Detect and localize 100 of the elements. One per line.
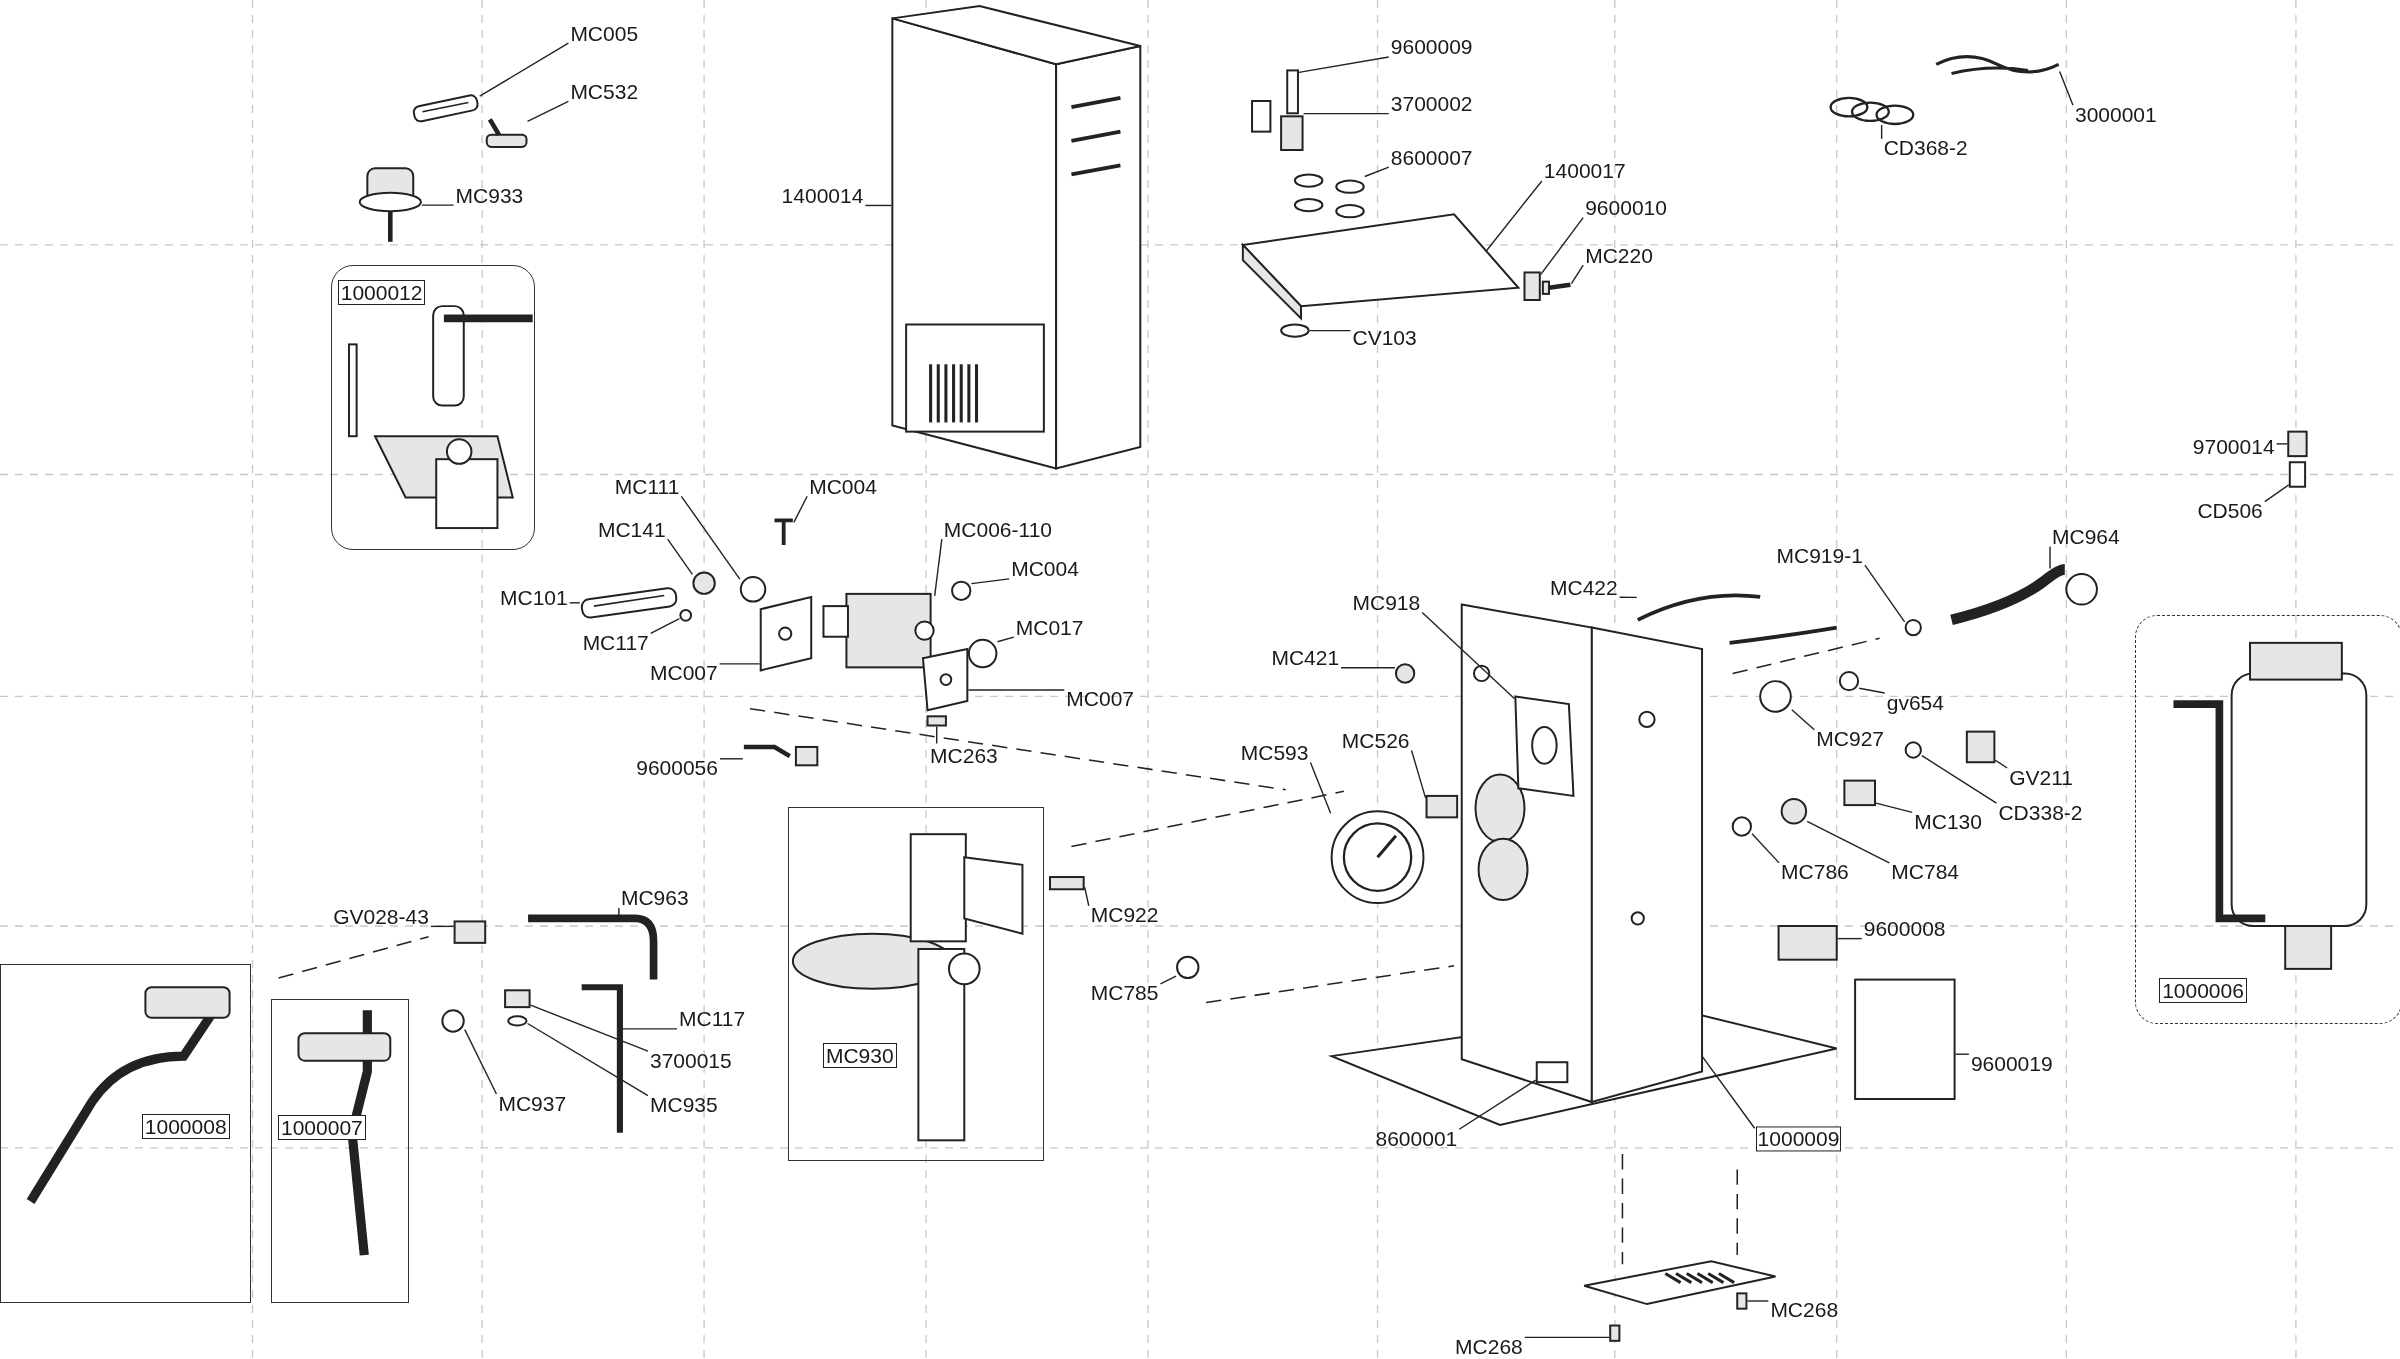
leader-line xyxy=(996,636,1015,643)
leader-line xyxy=(1618,596,1638,599)
leader-line xyxy=(1458,1079,1537,1130)
part-number-label: 1000012 xyxy=(337,279,426,305)
leader-line xyxy=(1421,611,1515,700)
part-number-label: MC268 xyxy=(1454,1335,1524,1359)
leader-line xyxy=(1410,749,1427,799)
pressure-gauge-drawing xyxy=(1330,810,1425,905)
part-number-label: MC006-110 xyxy=(942,518,1053,542)
leader-line xyxy=(1701,1055,1756,1129)
screw-drawing xyxy=(1541,280,1571,295)
leader-line xyxy=(568,602,581,604)
fitting-drawing xyxy=(453,920,487,944)
leader-line xyxy=(718,663,761,665)
leader-line xyxy=(1791,709,1815,731)
assembly-detail-frame xyxy=(330,264,535,550)
leader-line xyxy=(430,925,455,928)
side-plate-drawing xyxy=(1590,626,1704,1104)
part-number-label: MC919-1 xyxy=(1775,544,1864,568)
part-number-label: 1000008 xyxy=(141,1113,230,1139)
cabinet-panel-drawing xyxy=(891,5,1142,470)
part-number-label: CD368-2 xyxy=(1882,136,1969,160)
part-number-label: 1000007 xyxy=(278,1115,366,1141)
ring-drawing xyxy=(679,608,693,622)
y-connector-drawing xyxy=(485,118,528,148)
cable-drawing xyxy=(1636,593,1761,622)
leader-line xyxy=(970,578,1010,585)
switch-drawing xyxy=(1777,925,1838,961)
spring-drawing xyxy=(1049,876,1085,891)
screw-drawing xyxy=(1736,1292,1748,1310)
part-number-label: MC784 xyxy=(1890,860,1960,884)
valve-drawing xyxy=(1843,779,1876,807)
part-number-label: 8600007 xyxy=(1389,146,1474,170)
part-number-label: 3000001 xyxy=(2073,103,2158,127)
nut-drawing xyxy=(1838,670,1860,692)
fitting-drawing xyxy=(692,571,716,595)
part-number-label: MC007 xyxy=(648,661,719,685)
leader-line xyxy=(1364,166,1390,178)
valve-fitting-drawing xyxy=(1251,100,1304,151)
part-number-label: MC263 xyxy=(929,744,999,768)
nut-drawing xyxy=(441,1009,465,1033)
part-number-label: MC007 xyxy=(1065,687,1135,712)
pin-drawing xyxy=(1286,69,1299,115)
bracket-drawing xyxy=(759,595,813,672)
leader-line xyxy=(1880,124,1883,140)
o-ring-drawing xyxy=(1829,96,1915,126)
part-number-label: MC117 xyxy=(581,631,650,655)
part-number-label: 3700002 xyxy=(1389,92,1474,116)
part-number-label: MC004 xyxy=(1010,557,1080,581)
tray-drawing xyxy=(1240,213,1521,321)
o-ring-drawing xyxy=(1904,741,1922,759)
foot-drawing xyxy=(1535,1061,1569,1084)
leader-line xyxy=(2275,443,2288,445)
leader-line xyxy=(1994,759,2008,769)
assembly-detail-frame xyxy=(788,806,1045,1161)
leader-line xyxy=(650,617,681,634)
leader-line xyxy=(479,42,570,97)
part-number-label: MC930 xyxy=(822,1043,897,1069)
part-number-label: 1000006 xyxy=(2159,977,2247,1003)
leader-line xyxy=(1751,833,1780,864)
leader-line xyxy=(1298,56,1390,74)
leader-line xyxy=(1864,564,1906,623)
leader-line xyxy=(2264,484,2290,503)
leader-line xyxy=(1540,217,1584,276)
part-number-label: MC101 xyxy=(498,586,569,610)
leader-line xyxy=(933,538,943,597)
part-number-label: CD338-2 xyxy=(1997,801,2084,825)
part-number-label: MC220 xyxy=(1584,244,1654,268)
leader-line xyxy=(1806,820,1890,864)
part-number-label: MC786 xyxy=(1780,860,1850,884)
nut-drawing xyxy=(1780,798,1808,825)
leader-line xyxy=(1309,761,1332,814)
part-number-label: 8600001 xyxy=(1374,1127,1459,1151)
plug-drawing xyxy=(1394,663,1416,684)
screw-drawing xyxy=(772,518,795,547)
part-number-label: GV028-43 xyxy=(332,905,430,929)
leader-line xyxy=(526,1022,649,1097)
control-box-drawing xyxy=(1854,978,1956,1100)
leader-line xyxy=(719,758,744,760)
fitting-drawing xyxy=(2287,430,2308,458)
assembly-detail-frame xyxy=(270,999,410,1303)
part-number-label: MC963 xyxy=(619,886,690,910)
leader-line xyxy=(1954,1053,1970,1055)
leader-line xyxy=(1485,180,1543,252)
leader-line xyxy=(967,689,1065,691)
bracket-drawing xyxy=(921,647,969,712)
pressure-switch-drawing xyxy=(358,167,422,242)
pump-drawing xyxy=(822,592,935,669)
part-number-label: MC421 xyxy=(1270,646,1341,670)
fitting-drawing xyxy=(1425,794,1459,819)
o-ring-drawing xyxy=(507,1015,528,1027)
leader-line xyxy=(1159,975,1177,985)
part-number-label: MC111 xyxy=(613,475,681,499)
screw-drawing xyxy=(951,580,972,601)
part-number-label: 9600019 xyxy=(1969,1052,2054,1076)
part-number-label: 9700014 xyxy=(2191,435,2276,459)
part-number-label: MC268 xyxy=(1769,1298,1840,1322)
hose-drawing xyxy=(1950,564,2098,626)
fitting-drawing xyxy=(967,638,998,669)
leader-line xyxy=(1083,886,1090,907)
